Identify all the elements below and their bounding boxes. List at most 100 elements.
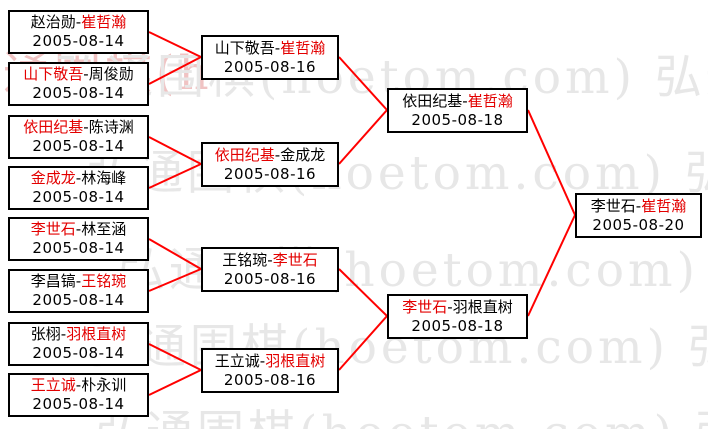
match-players: 山下敬吾-崔哲瀚 [215, 39, 325, 58]
match-date: 2005-08-14 [32, 344, 125, 362]
player-name-loser: 王铭琬 [222, 250, 268, 269]
match-date: 2005-08-16 [223, 269, 317, 288]
dash-separator: - [267, 250, 273, 269]
match-players: 赵治勋-崔哲瀚 [31, 13, 126, 32]
player-name-winner: 羽根直树 [265, 351, 326, 370]
dash-separator: - [447, 297, 453, 316]
connector-line [148, 31, 202, 58]
match-date: 2005-08-16 [223, 57, 317, 76]
match-date: 2005-08-14 [32, 239, 125, 257]
connector-line [148, 136, 202, 165]
match-players: 依田纪基-崔哲瀚 [402, 92, 512, 111]
match-players: 李世石-崔哲瀚 [591, 197, 686, 216]
player-name-loser: 林至涵 [81, 220, 127, 238]
player-name-loser: 朴永训 [81, 376, 127, 394]
player-name-loser: 李昌镐 [30, 272, 76, 290]
player-name-winner: 李世石 [402, 297, 448, 316]
player-name-winner: 山下敬吾 [23, 65, 84, 83]
match-date: 2005-08-20 [592, 215, 685, 234]
dash-separator: - [635, 196, 642, 215]
connector-line [148, 163, 202, 189]
match-date: 2005-08-18 [411, 316, 504, 335]
connector-line [148, 238, 202, 270]
dash-separator: - [462, 91, 468, 110]
player-name-winner: 依田纪基 [23, 118, 84, 136]
player-name-loser: 王立诚 [214, 351, 260, 370]
connector-line [338, 56, 388, 111]
match-players: 依田纪基-金成龙 [215, 146, 325, 165]
match-players: 依田纪基-陈诗渊 [23, 118, 133, 137]
player-name-winner: 王立诚 [30, 376, 76, 394]
dash-separator: - [83, 65, 89, 83]
dash-separator: - [75, 220, 82, 238]
connector-line [338, 268, 388, 317]
connector-line [148, 268, 202, 292]
player-name-winner: 李世石 [272, 250, 318, 269]
dash-separator: - [75, 272, 82, 290]
player-name-winner: 崔哲瀚 [467, 91, 513, 110]
connector-line [148, 343, 202, 371]
dash-separator: - [75, 13, 82, 31]
player-name-loser: 山下敬吾 [214, 38, 275, 57]
connector-line [527, 214, 576, 317]
match-date: 2005-08-14 [32, 188, 125, 206]
match-date: 2005-08-18 [411, 110, 504, 129]
match-date: 2005-08-14 [32, 137, 125, 155]
match-players: 李世石-林至涵 [31, 220, 126, 239]
dash-separator: - [83, 118, 89, 136]
connector-line [338, 109, 388, 165]
match-players: 张栩-羽根直树 [31, 325, 126, 344]
player-name-loser: 周俊勋 [88, 65, 134, 83]
match-date: 2005-08-14 [32, 84, 125, 102]
player-name-loser: 李世石 [590, 196, 636, 215]
match-date: 2005-08-16 [223, 164, 317, 183]
player-name-loser: 陈诗渊 [88, 118, 134, 136]
player-name-winner: 王铭琬 [81, 272, 127, 290]
match-players: 山下敬吾-周俊勋 [23, 65, 133, 84]
dash-separator: - [75, 169, 82, 187]
match-players: 王铭琬-李世石 [222, 251, 317, 270]
dash-separator: - [60, 325, 67, 343]
match-date: 2005-08-14 [32, 32, 125, 50]
player-name-winner: 金成龙 [30, 169, 76, 187]
match-date: 2005-08-16 [223, 370, 317, 389]
player-name-loser: 张栩 [30, 325, 61, 343]
player-name-winner: 崔哲瀚 [641, 196, 687, 215]
player-name-winner: 李世石 [30, 220, 76, 238]
player-name-loser: 林海峰 [81, 169, 127, 187]
match-date: 2005-08-14 [32, 291, 125, 309]
match-players: 李昌镐-王铭琬 [31, 272, 126, 291]
match-players: 金成龙-林海峰 [31, 169, 126, 188]
dash-separator: - [259, 351, 266, 370]
player-name-loser: 赵治勋 [30, 13, 76, 31]
connector-line [338, 315, 388, 371]
dash-separator: - [274, 145, 281, 164]
match-players: 李世石-羽根直树 [402, 298, 512, 317]
connector-line [527, 109, 576, 216]
player-name-loser: 羽根直树 [452, 297, 513, 316]
dash-separator: - [75, 376, 82, 394]
connector-line [148, 56, 202, 85]
match-players: 王立诚-羽根直树 [215, 352, 325, 371]
dash-separator: - [274, 38, 281, 57]
player-name-loser: 金成龙 [280, 145, 326, 164]
player-name-winner: 羽根直树 [66, 325, 127, 343]
connector-line [148, 369, 202, 396]
player-name-loser: 依田纪基 [402, 91, 463, 110]
player-name-winner: 依田纪基 [214, 145, 275, 164]
